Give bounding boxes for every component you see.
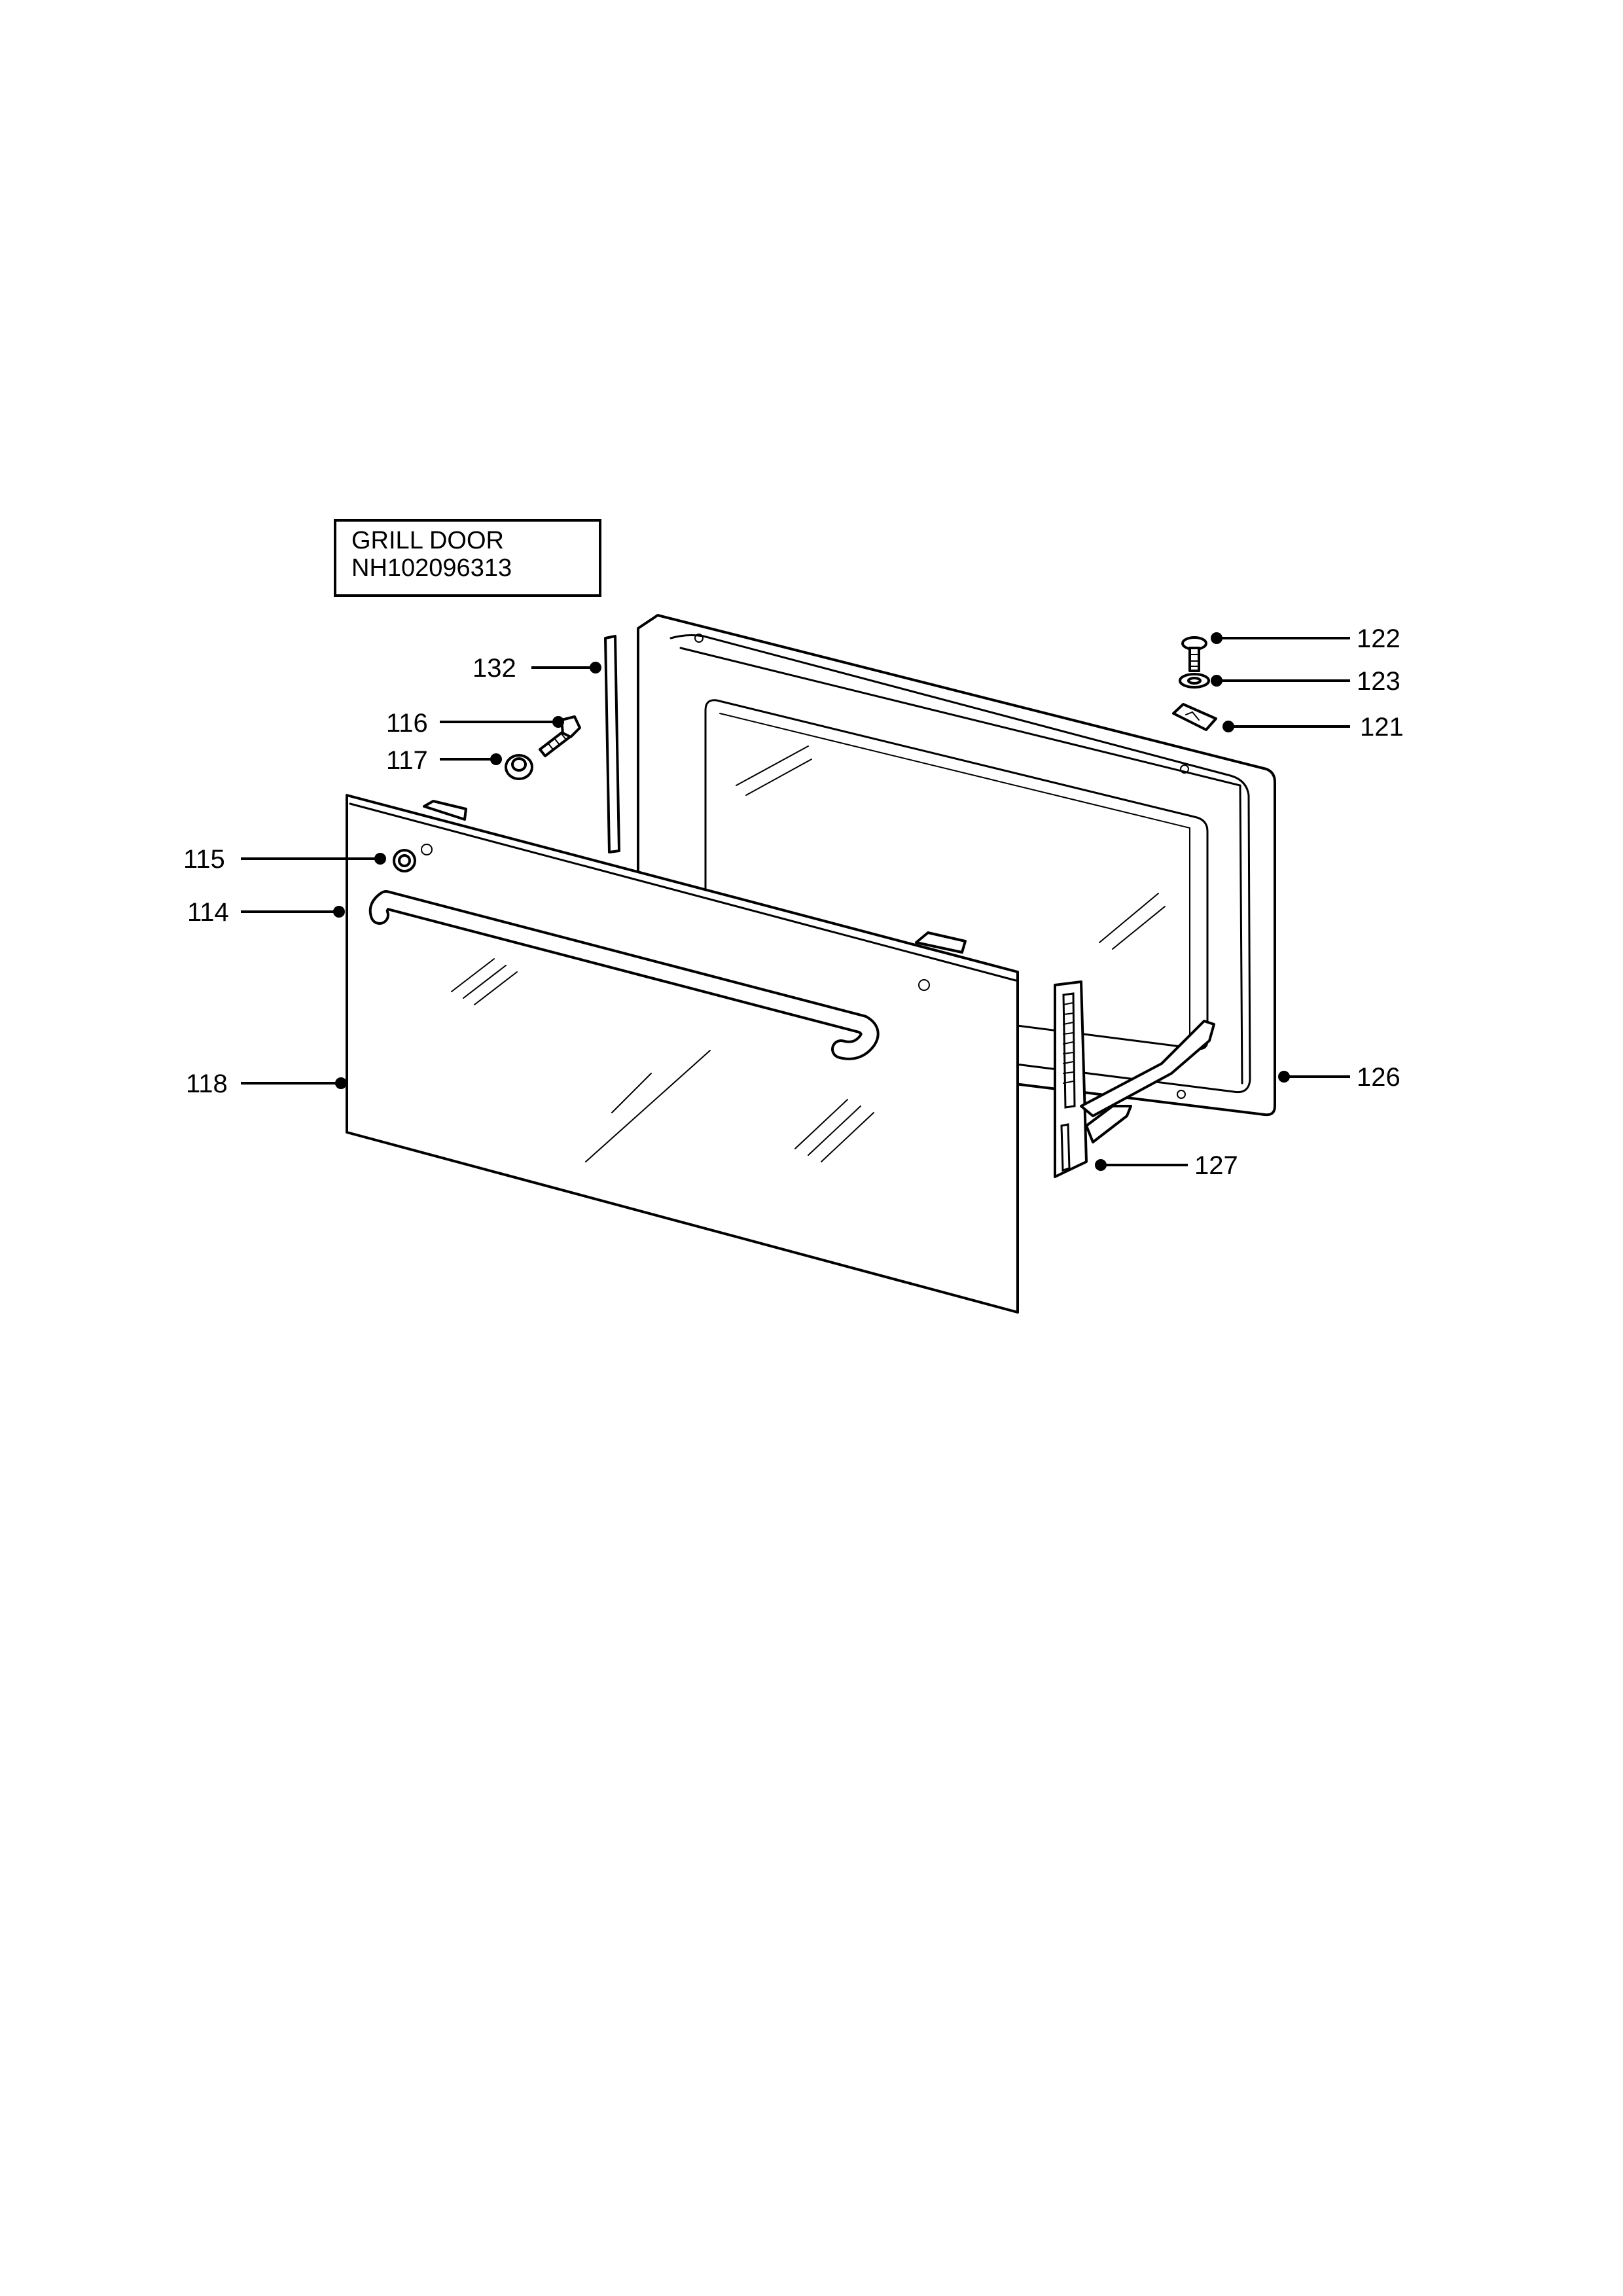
- callout-122: 122: [1357, 624, 1400, 653]
- title-line-2: NH102096313: [351, 554, 512, 582]
- leader-dot-127: [1095, 1159, 1107, 1171]
- callout-118: 118: [186, 1069, 228, 1098]
- leader-dot-115: [374, 853, 386, 865]
- frame-screw: [1181, 636, 1207, 672]
- door-seal: [604, 635, 620, 853]
- leader-lines: [241, 632, 1350, 1171]
- callout-115: 115: [183, 845, 225, 874]
- frame-washer: [1179, 673, 1210, 689]
- leader-dot-122: [1211, 632, 1222, 644]
- leader-dot-117: [490, 753, 502, 765]
- callout-114: 114: [187, 898, 229, 927]
- leader-dot-132: [590, 662, 601, 673]
- frame-clip: [1172, 703, 1217, 731]
- callout-132: 132: [473, 654, 516, 683]
- title-box: GRILL DOOR NH102096313: [334, 519, 601, 597]
- callout-121: 121: [1360, 713, 1404, 742]
- callout-labels: 132 116 117 115 114 118 122 123 121 126 …: [183, 624, 1404, 1180]
- title-line-1: GRILL DOOR: [351, 527, 504, 554]
- leader-dot-114: [333, 906, 345, 918]
- door-handle: [368, 890, 880, 1060]
- leader-dot-121: [1222, 721, 1234, 732]
- callout-127: 127: [1194, 1151, 1238, 1180]
- callout-126: 126: [1357, 1063, 1400, 1092]
- handle-spacer: [505, 754, 533, 780]
- leader-dot-126: [1278, 1071, 1290, 1083]
- leader-dot-116: [552, 716, 564, 728]
- callout-116: 116: [386, 709, 428, 738]
- callout-117: 117: [386, 746, 428, 775]
- leader-dot-123: [1211, 675, 1222, 687]
- handle-washer: [393, 849, 416, 872]
- door-hinge: [1054, 980, 1215, 1178]
- handle-screw: [539, 715, 581, 757]
- leader-dot-118: [335, 1077, 347, 1089]
- callout-123: 123: [1357, 667, 1400, 696]
